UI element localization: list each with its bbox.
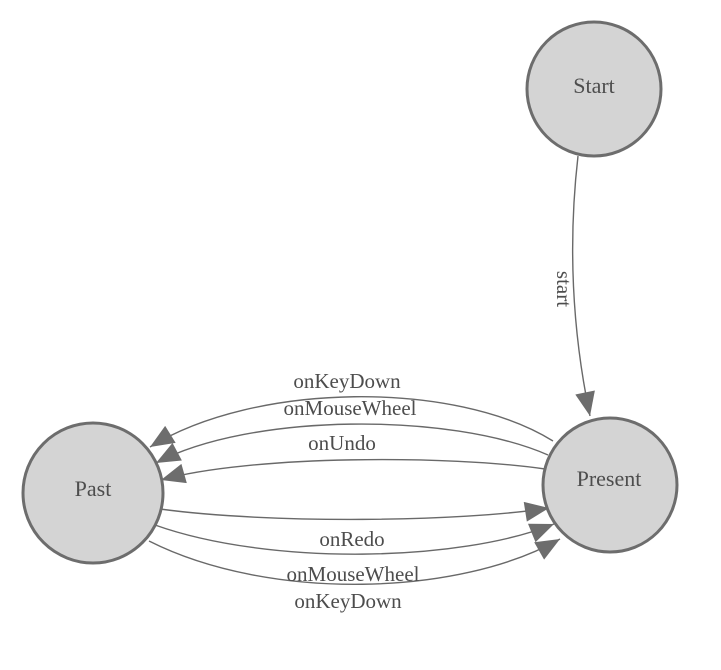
edge-label-onredo: onRedo xyxy=(319,527,384,551)
edge-past-to-present-onmousewheel xyxy=(154,523,555,555)
state-label-past: Past xyxy=(75,476,112,501)
state-label-start: Start xyxy=(573,73,615,98)
state-node-past xyxy=(21,421,165,565)
state-node-start xyxy=(525,20,663,158)
edge-label-onmousewheel-bottom: onMouseWheel xyxy=(287,562,420,586)
edge-past-to-present-onredo xyxy=(159,501,550,522)
state-node-present xyxy=(541,416,679,554)
edge-label-onkeydown-top: onKeyDown xyxy=(293,369,401,393)
edge-past-to-present-onkeydown xyxy=(148,538,561,585)
edge-label-onkeydown-bottom: onKeyDown xyxy=(294,589,402,613)
edge-present-to-past-onundo xyxy=(160,458,546,484)
edge-label-onundo: onUndo xyxy=(308,431,376,455)
edge-label-onmousewheel-top: onMouseWheel xyxy=(284,396,417,420)
edge-label-start: start xyxy=(552,271,576,307)
edge-present-to-past-onmousewheel xyxy=(155,423,549,464)
edge-start-to-present xyxy=(571,155,595,417)
state-label-present: Present xyxy=(577,466,642,491)
edge-present-to-past-onkeydown xyxy=(149,396,554,448)
